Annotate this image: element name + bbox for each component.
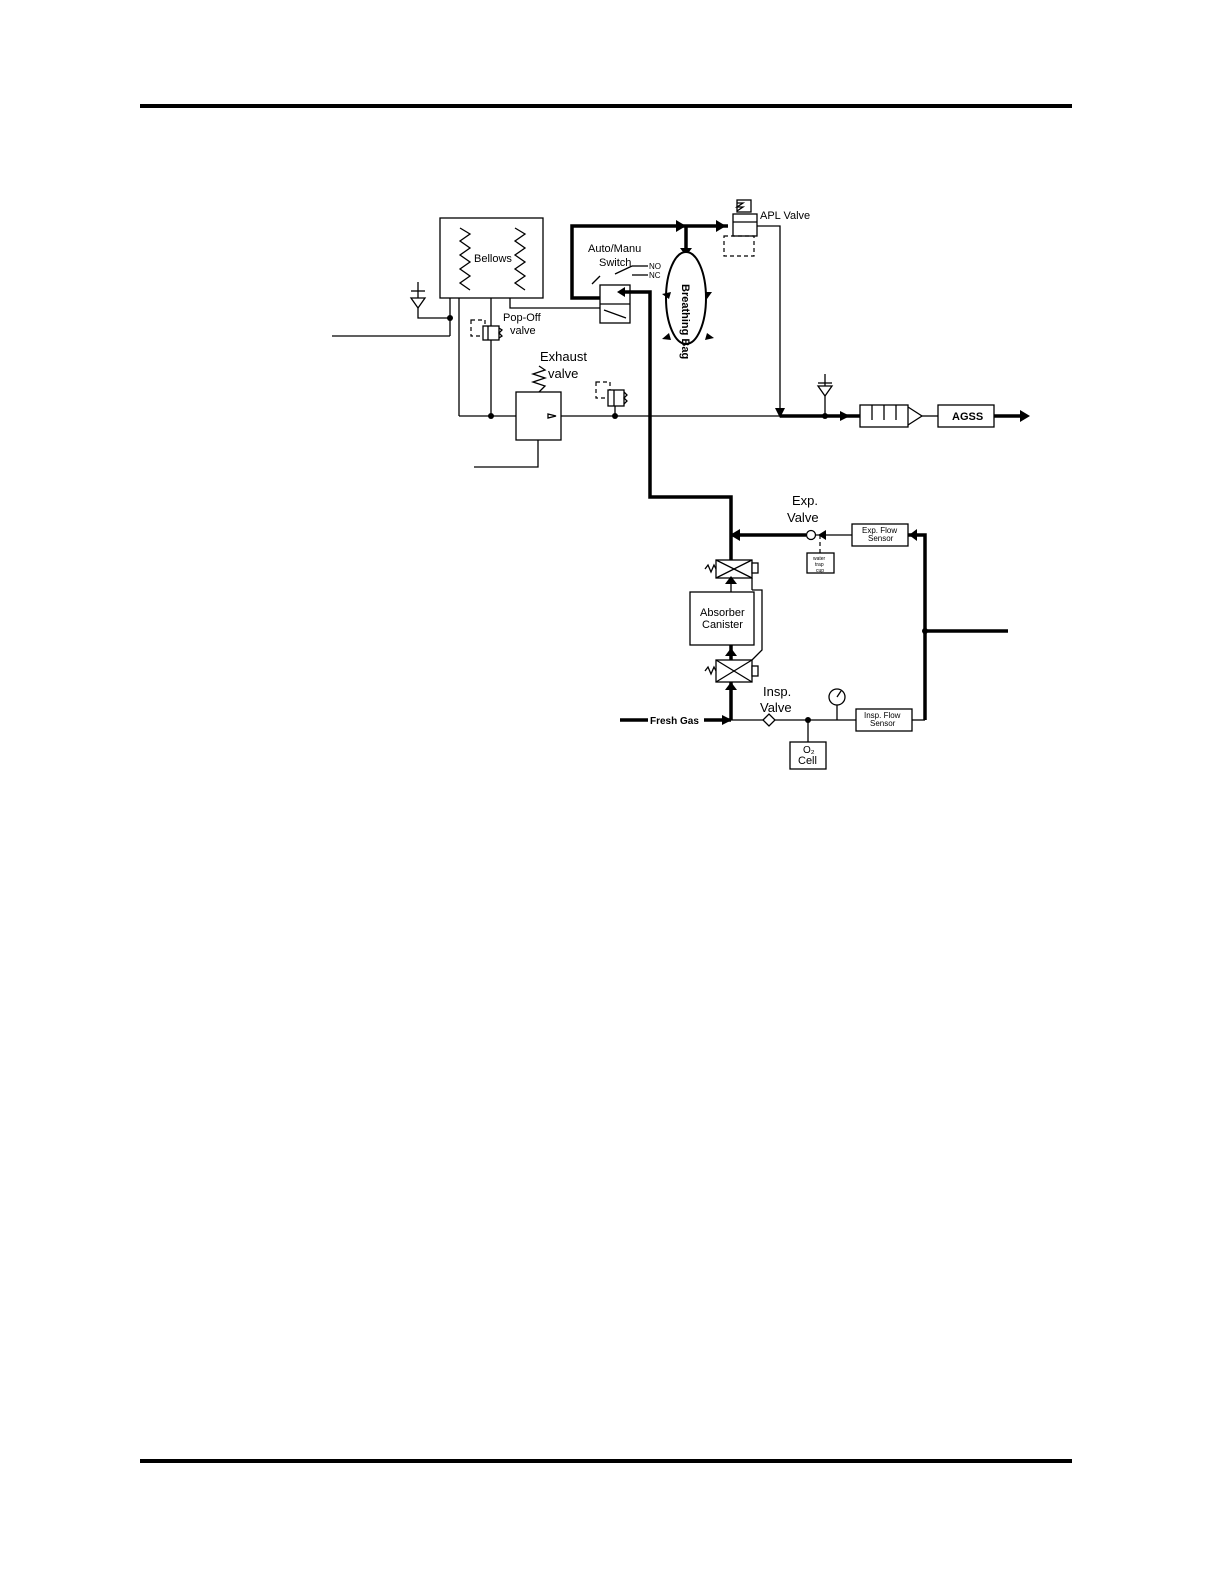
switch-no-label: NO bbox=[649, 262, 661, 271]
absorber-canister: Absorber Canister bbox=[690, 592, 754, 645]
insp-valve-label-2: Valve bbox=[760, 700, 792, 715]
exp-valve-label-2: Valve bbox=[787, 510, 819, 525]
water-trap-label-3: cup bbox=[816, 568, 824, 574]
bellows-label: Bellows bbox=[474, 253, 512, 265]
absorber-label-1: Absorber bbox=[700, 607, 745, 619]
auto-manu-label-1: Auto/Manu bbox=[588, 243, 641, 255]
apl-valve-label: APL Valve bbox=[760, 210, 810, 222]
bellows: Bellows bbox=[440, 218, 543, 298]
insp-flow-sensor: Insp. Flow Sensor bbox=[856, 709, 912, 731]
auto-manu-label-2: Switch bbox=[599, 257, 631, 269]
exhaust-label-1: Exhaust bbox=[540, 349, 587, 364]
breathing-bag-label: Breathing Bag bbox=[679, 284, 691, 359]
scavenge-reservoir bbox=[860, 405, 922, 427]
apl-valve: APL Valve bbox=[724, 200, 810, 416]
switch-nc-label: NC bbox=[649, 271, 661, 280]
absorber-label-2: Canister bbox=[702, 619, 743, 631]
insp-flow-label-2: Sensor bbox=[870, 719, 896, 728]
o2-cell: O₂ Cell bbox=[790, 742, 826, 769]
pressure-gauge-icon bbox=[829, 689, 845, 720]
exp-valve: Exp. Valve bbox=[787, 493, 819, 540]
o2-cell-label-2: Cell bbox=[798, 755, 817, 767]
breathing-bag: Breathing Bag bbox=[662, 226, 714, 359]
exhaust-label-2: valve bbox=[548, 366, 578, 381]
agss-label: AGSS bbox=[952, 411, 983, 423]
fresh-gas-label: Fresh Gas bbox=[650, 716, 699, 727]
pop-off-valve: Pop-Off valve bbox=[471, 312, 542, 340]
relief-valve bbox=[596, 382, 627, 416]
insp-valve-label-1: Insp. bbox=[763, 684, 791, 699]
pop-off-label-1: Pop-Off bbox=[503, 312, 542, 324]
water-trap-cup: water trap cup bbox=[807, 553, 834, 574]
exp-flow-sensor: Exp. Flow Sensor bbox=[852, 524, 908, 546]
exp-valve-label-1: Exp. bbox=[792, 493, 818, 508]
agss-box: AGSS bbox=[938, 405, 994, 427]
scavenge-check-valve bbox=[818, 374, 832, 416]
exp-flow-label-2: Sensor bbox=[868, 534, 894, 543]
pop-off-label-2: valve bbox=[510, 325, 536, 337]
